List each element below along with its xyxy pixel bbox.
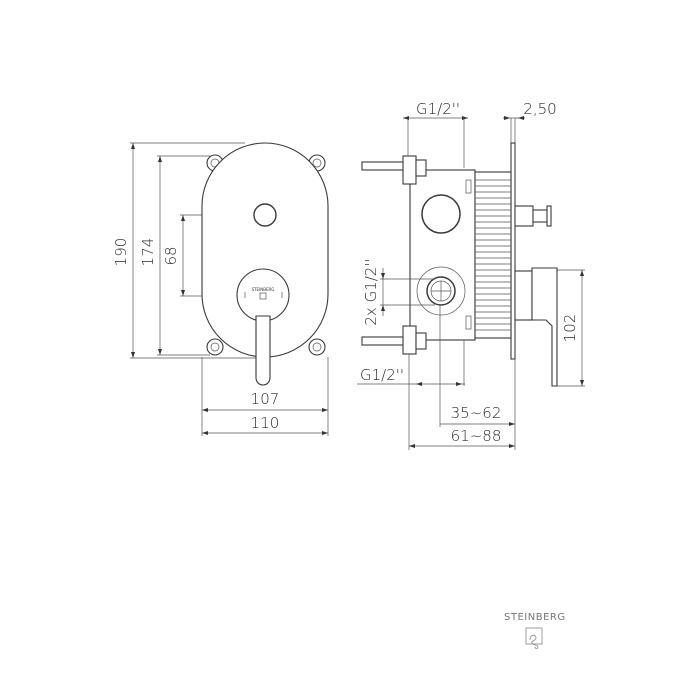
dim-plate-width: 107 — [251, 390, 280, 408]
front-view: STEINBERG 190 174 68 107 110 — [112, 142, 329, 436]
dim-top-connection: G1/2'' — [416, 100, 460, 118]
dim-handle-projection: 102 — [561, 314, 579, 343]
dim-fixing-height: 174 — [139, 238, 157, 267]
brand-name: STEINBERG — [504, 612, 566, 623]
dim-plate-thickness: 2,50 — [523, 100, 556, 118]
dim-overall-width: 110 — [251, 414, 280, 432]
handle-logo-text: STEINBERG — [252, 287, 275, 292]
dim-outlet-connections: 2x G1/2'' — [362, 258, 380, 325]
diverter-knob — [253, 203, 277, 227]
dim-overall-height: 190 — [112, 238, 130, 267]
dim-handle-to-diverter: 68 — [162, 246, 180, 265]
lever — [255, 315, 271, 386]
steinberg-logo-icon — [525, 627, 543, 649]
side-view: G1/2'' 2,50 2x G1/2'' G1/2'' 35~62 61~88… — [357, 100, 585, 450]
dim-install-depth-min: 35~62 — [451, 404, 502, 422]
dim-install-depth-total: 61~88 — [451, 427, 502, 445]
dim-bottom-connection: G1/2'' — [360, 366, 404, 384]
